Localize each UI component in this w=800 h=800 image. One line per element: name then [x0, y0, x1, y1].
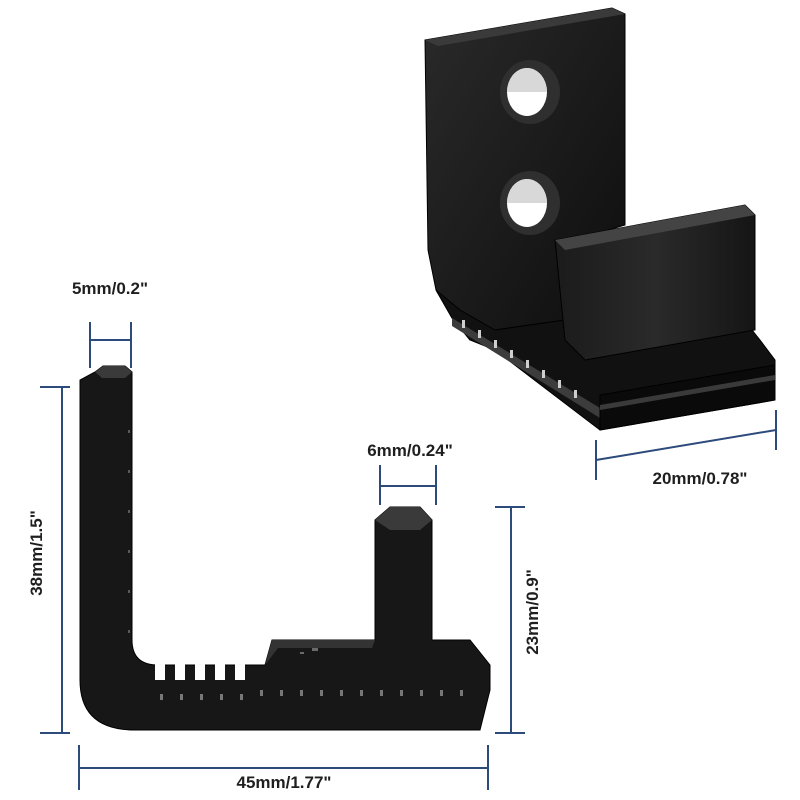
dim-depth: [595, 410, 777, 480]
dim-total-length: [78, 745, 489, 790]
label-depth: 20mm/0.78": [652, 469, 747, 488]
side-profile-body: [79, 365, 491, 731]
mounting-hole-top: [500, 60, 560, 124]
dim-guide-height: [495, 506, 525, 734]
isometric-view: [424, 7, 776, 431]
label-guide-height: 23mm/0.9": [523, 569, 542, 655]
dim-total-height: [40, 386, 70, 734]
label-total-height: 38mm/1.5": [27, 510, 46, 596]
dimension-labels: 5mm/0.2" 38mm/1.5" 6mm/0.24" 23mm/0.9" 4…: [27, 275, 748, 792]
label-total-length: 45mm/1.77": [236, 773, 331, 792]
iso-front-face: [599, 364, 776, 431]
mounting-hole-bottom: [500, 171, 560, 235]
label-guide-width: 6mm/0.24": [367, 441, 453, 460]
label-top-flange-width: 5mm/0.2": [72, 279, 148, 298]
side-view: [79, 365, 491, 731]
dim-top-flange: [89, 322, 132, 368]
dimension-lines: [40, 322, 777, 790]
dim-guide-width: [379, 465, 437, 505]
